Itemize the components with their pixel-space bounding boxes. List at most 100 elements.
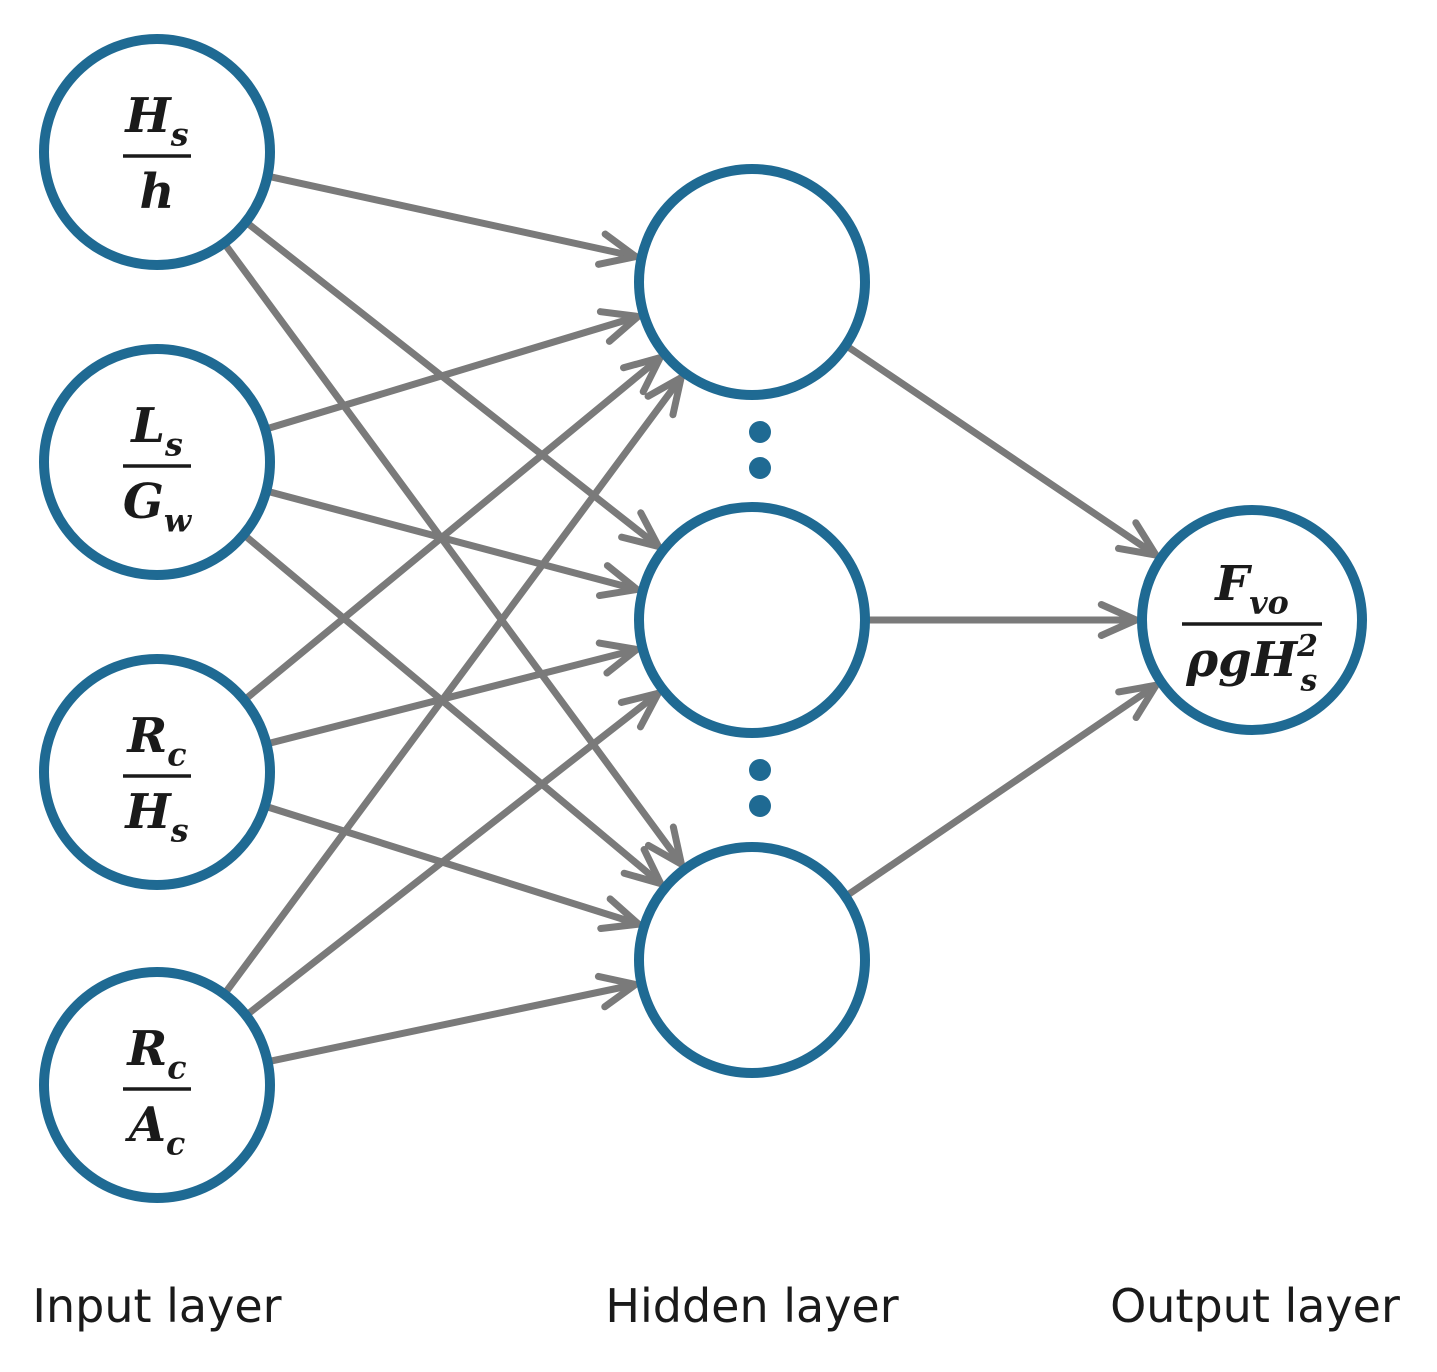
hidden-node-2 <box>634 502 870 738</box>
input-node-2 <box>39 344 275 580</box>
edge-input-2-to-hidden-2 <box>266 488 641 600</box>
edge-input-3-to-hidden-3 <box>265 803 643 932</box>
input-node-4-formula-numerator-base: R <box>125 1021 167 1077</box>
edge-input-3-to-hidden-3-arrowhead <box>597 895 643 932</box>
edge-input-2-to-hidden-3 <box>243 533 665 888</box>
hidden-node-3 <box>634 842 870 1078</box>
edge-hidden-2-to-output-1-arrowhead <box>1097 601 1140 639</box>
edge-input-1-to-hidden-1-arrowhead <box>595 230 640 268</box>
input-node-4 <box>39 967 275 1203</box>
output-node-1-formula-denominator-prefix: ρg <box>1185 632 1251 688</box>
ellipsis-dot-4 <box>749 795 771 817</box>
edge-input-3-to-hidden-3-line <box>265 803 643 928</box>
input-node-2-formula-denominator-subscript: w <box>164 502 193 539</box>
edge-input-1-to-hidden-2 <box>245 220 662 550</box>
output-node-1-formula-denominator-base: H <box>1250 632 1299 688</box>
input-node-3-formula-numerator-subscript: c <box>167 736 186 773</box>
input-node-1-formula-numerator-subscript: s <box>170 116 189 153</box>
edge-input-4-to-hidden-2-arrowhead <box>617 689 662 731</box>
ellipsis-dots-group <box>749 421 771 817</box>
edge-input-2-to-hidden-3-line <box>243 533 665 888</box>
input-node-1-formula: Hsh <box>123 88 191 220</box>
edge-input-4-to-hidden-2-line <box>245 689 662 1017</box>
edge-input-2-to-hidden-2-line <box>266 488 641 593</box>
input-node-1 <box>39 34 275 270</box>
edge-input-1-to-hidden-3 <box>222 242 685 868</box>
edge-input-3-to-hidden-2-arrowhead <box>595 639 641 677</box>
input-layer-label: Input layer <box>32 1279 281 1333</box>
input-node-4-formula-denominator-subscript: c <box>166 1125 185 1162</box>
input-node-4-formula-numerator: Rc <box>125 1021 186 1086</box>
edge-input-1-to-hidden-3-arrowhead <box>644 823 685 868</box>
input-node-1-formula-numerator-base: H <box>123 88 172 144</box>
ellipsis-dot-1 <box>749 421 771 443</box>
output-layer-label: Output layer <box>1110 1279 1400 1333</box>
input-node-1-formula-denominator-base: h <box>140 164 175 220</box>
input-node-2-formula-denominator-base: G <box>123 474 164 530</box>
output-node-1-formula-denominator-subscript: s <box>1299 663 1317 698</box>
input-node-4-formula-denominator: Ac <box>125 1097 186 1162</box>
input-node-2-formula-numerator: Ls <box>129 398 183 463</box>
edge-input-2-to-hidden-3-arrowhead <box>620 845 665 888</box>
input-node-3-formula-denominator-base: H <box>123 784 172 840</box>
output-node-1 <box>1137 505 1367 735</box>
edge-hidden-3-to-output-1 <box>845 681 1160 898</box>
edge-input-3-to-hidden-2 <box>266 639 641 747</box>
output-node-1-formula-numerator-subscript: vo <box>1249 584 1289 621</box>
edge-hidden-1-to-output-1-line <box>845 344 1160 559</box>
edge-input-3-to-hidden-1-line <box>243 354 664 702</box>
ellipsis-dot-3 <box>749 759 771 781</box>
edge-input-4-to-hidden-1 <box>223 374 685 995</box>
output-node-1-formula-numerator-base: F <box>1213 556 1252 612</box>
edge-input-2-to-hidden-2-arrowhead <box>595 562 641 600</box>
edge-hidden-1-to-output-1-arrowhead <box>1114 519 1160 559</box>
input-node-2-formula-denominator: Gw <box>123 474 193 539</box>
ellipsis-dot-2 <box>749 457 771 479</box>
edge-input-1-to-hidden-1-line <box>267 173 640 261</box>
edge-input-1-to-hidden-2-line <box>245 220 662 550</box>
input-node-2-formula-numerator-subscript: s <box>164 426 183 463</box>
edge-input-4-to-hidden-1-arrowhead <box>644 374 685 419</box>
edge-input-4-to-hidden-2 <box>245 689 662 1017</box>
output-node-1-formula-denominator-superscript: 2 <box>1296 629 1318 664</box>
edge-input-2-to-hidden-1-line <box>265 312 642 432</box>
edge-hidden-1-to-output-1 <box>845 344 1160 559</box>
output-node-1-formula-numerator: Fvo <box>1213 556 1289 621</box>
edge-input-4-to-hidden-3-line <box>268 980 640 1065</box>
edge-hidden-2-to-output-1 <box>865 601 1140 639</box>
input-node-3-formula-numerator-base: R <box>125 708 167 764</box>
input-node-3-formula-denominator: Hs <box>123 784 188 849</box>
edge-hidden-3-to-output-1-line <box>845 681 1160 898</box>
input-node-3-formula-numerator: Rc <box>125 708 186 773</box>
edge-input-1-to-hidden-3-line <box>222 242 685 868</box>
edge-input-3-to-hidden-2-line <box>266 645 641 747</box>
edge-input-4-to-hidden-3 <box>268 972 640 1065</box>
input-node-1-formula-denominator: h <box>140 164 175 220</box>
input-node-3 <box>39 654 275 890</box>
edge-input-2-to-hidden-1 <box>265 308 642 432</box>
edges-group <box>222 173 1160 1065</box>
edge-input-1-to-hidden-1 <box>267 173 640 268</box>
edge-input-3-to-hidden-1-arrowhead <box>620 354 664 396</box>
input-node-4-formula-denominator-base: A <box>125 1097 166 1153</box>
edge-input-1-to-hidden-2-arrowhead <box>618 509 662 550</box>
layer-labels-group: Input layer Hidden layer Output layer <box>32 1279 1400 1333</box>
hidden-layer-label: Hidden layer <box>605 1279 898 1333</box>
edge-input-4-to-hidden-1-line <box>223 374 685 995</box>
input-node-4-formula-numerator-subscript: c <box>167 1049 186 1086</box>
input-node-1-formula-numerator: Hs <box>123 88 188 153</box>
edge-input-3-to-hidden-1 <box>243 354 664 702</box>
edge-hidden-3-to-output-1-arrowhead <box>1115 681 1160 722</box>
input-node-3-formula-denominator-subscript: s <box>170 812 189 849</box>
hidden-node-1 <box>634 164 870 400</box>
edge-input-2-to-hidden-1-arrowhead <box>596 308 642 345</box>
edge-input-4-to-hidden-3-arrowhead <box>594 972 640 1011</box>
input-node-2-formula-numerator-base: L <box>129 398 165 454</box>
